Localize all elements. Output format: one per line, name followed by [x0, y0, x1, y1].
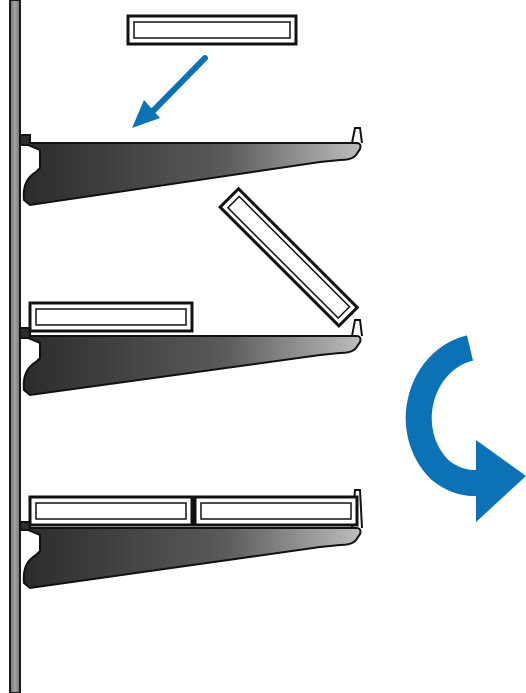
shelf-bracket-middle	[19, 319, 363, 397]
label-holder-tilted	[217, 186, 360, 329]
label-holder-bottom-right	[193, 495, 359, 527]
label-holder-falling	[126, 14, 298, 46]
shelf-bracket-bottom	[19, 489, 363, 590]
label-holder-middle-seated	[28, 301, 194, 333]
shelf-bracket-top	[19, 127, 363, 207]
upright-post	[9, 0, 21, 693]
curved-arrow-rotate-icon	[405, 335, 526, 522]
arrow-down-left-icon	[132, 55, 208, 128]
label-holder-bottom-left	[28, 495, 194, 527]
